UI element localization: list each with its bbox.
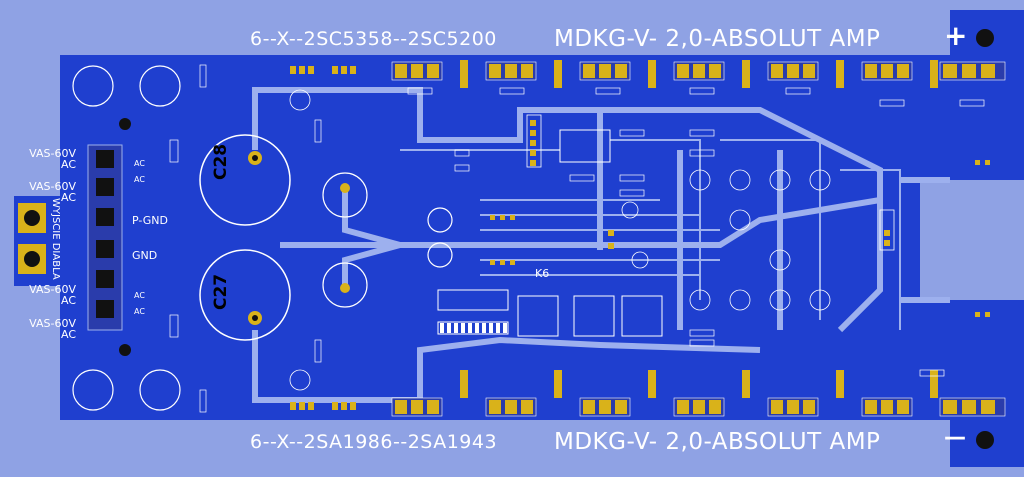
power-label-3-line2: AC xyxy=(60,294,76,307)
resistors xyxy=(169,64,985,413)
power-label-1-line1: VAS-60V xyxy=(29,147,76,160)
output-label: WYJSCIE DIABLA xyxy=(50,198,61,280)
pgnd-label: P-GND xyxy=(132,214,168,227)
power-label-1: VAS-60V AC xyxy=(22,148,76,170)
ac-label-1: AC xyxy=(134,159,145,168)
power-label-4-line2: AC xyxy=(60,328,76,341)
signal-transistors xyxy=(289,89,831,391)
power-label-4-line1: VAS-60V xyxy=(29,317,76,330)
big-capacitors xyxy=(199,134,350,341)
power-label-1-line2: AC xyxy=(60,158,76,171)
cap-c28-label: C28 xyxy=(211,143,231,180)
power-label-2: VAS-60V AC xyxy=(22,181,76,203)
power-label-2-line2: AC xyxy=(60,191,76,204)
power-label-3: VAS-60V AC xyxy=(22,284,76,306)
bottom-title: MDKG-V- 2,0-ABSOLUT AMP xyxy=(554,429,881,455)
ac-label-4: AC xyxy=(134,307,145,316)
mounting-holes xyxy=(119,29,994,449)
gnd-label: GND xyxy=(132,249,158,262)
minus-sign: — xyxy=(944,425,966,450)
driver-pads xyxy=(290,66,990,410)
terminal-block-screws xyxy=(96,150,114,318)
cap-c27-label: C27 xyxy=(211,273,231,310)
ac-label-2: AC xyxy=(134,175,145,184)
power-label-2-line1: VAS-60V xyxy=(29,180,76,193)
top-transistor-label: 6--X--2SC5358--2SC5200 xyxy=(250,28,497,50)
diode-array xyxy=(440,323,507,333)
ac-label-3: AC xyxy=(134,291,145,300)
top-title: MDKG-V- 2,0-ABSOLUT AMP xyxy=(554,26,881,52)
small-capacitors xyxy=(72,65,453,411)
signal-traces xyxy=(400,139,901,330)
power-label-4: VAS-60V AC xyxy=(22,318,76,340)
bottom-transistor-label: 6--X--2SA1986--2SA1943 xyxy=(250,431,498,453)
k6-label: K6 xyxy=(535,267,550,280)
power-label-3-line1: VAS-60V xyxy=(29,283,76,296)
plus-sign: + xyxy=(944,19,968,52)
bottom-transistor-pads xyxy=(391,370,1006,417)
relays xyxy=(437,129,663,337)
top-transistor-pads xyxy=(391,60,1006,88)
